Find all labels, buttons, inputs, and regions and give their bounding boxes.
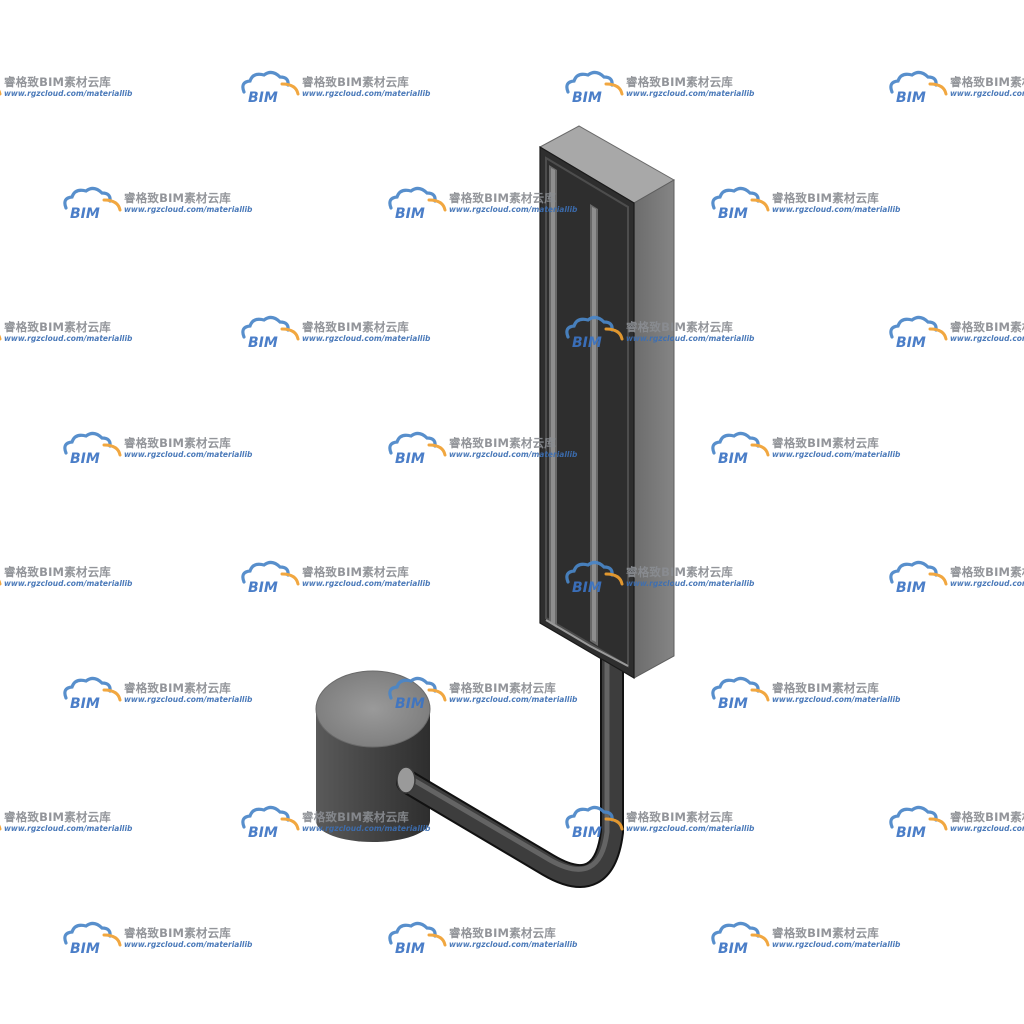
- panel-side-face: [633, 179, 675, 679]
- pipe: [396, 646, 624, 888]
- panel-front-face: [539, 145, 635, 680]
- gauge-panel: [538, 125, 676, 680]
- tank: [315, 670, 431, 842]
